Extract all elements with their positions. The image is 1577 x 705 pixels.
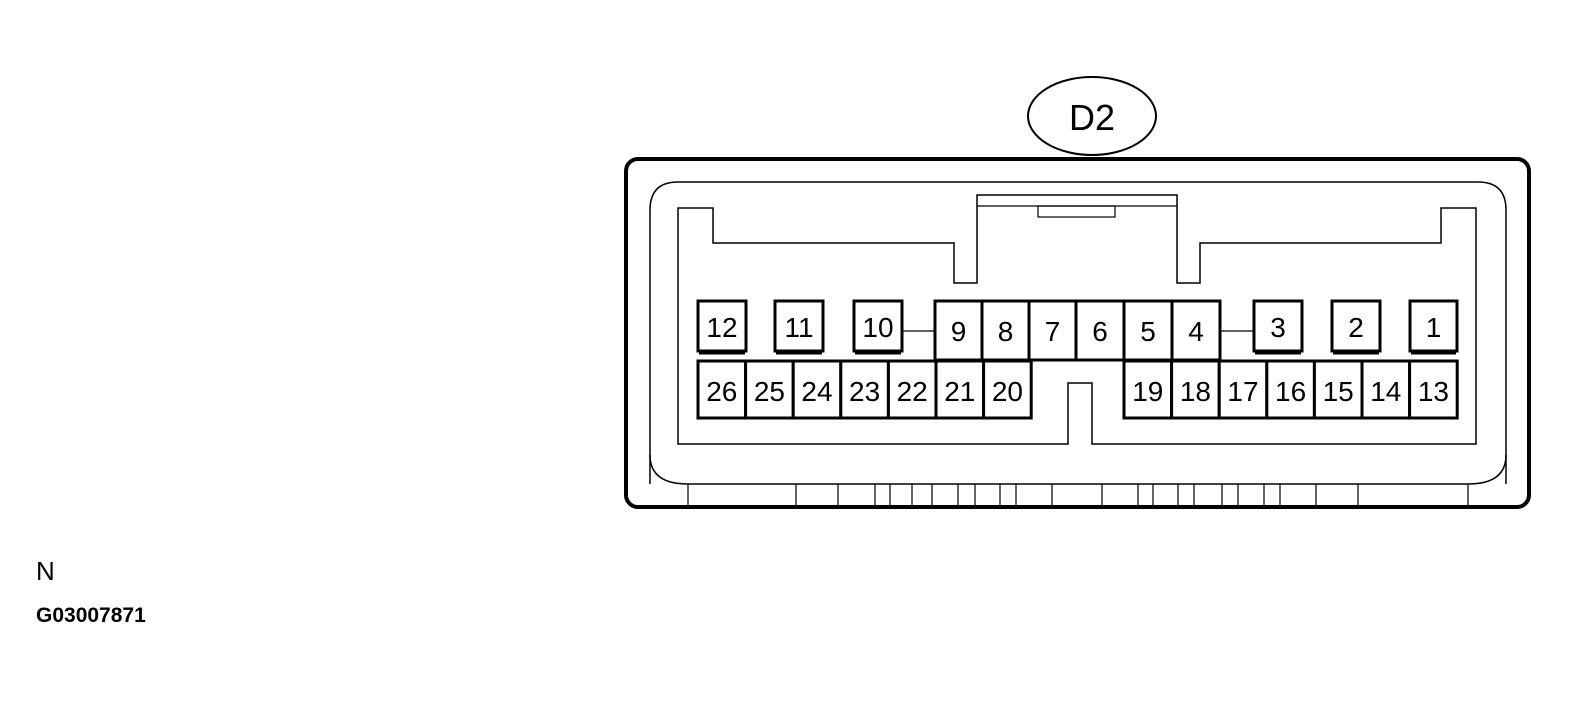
pin-16-outline [1265,359,1316,420]
pin-14-outline [1360,359,1412,420]
pin-24-label: 24 [801,376,832,407]
housing-lower-curve [649,454,1507,485]
pin-26: 26 [696,359,748,420]
pin-16-label: 16 [1275,376,1306,407]
pin-3-outline [1252,299,1304,353]
pin-1: 1 [1408,299,1459,355]
pin-25: 25 [744,359,795,420]
pin-18-label: 18 [1180,376,1211,407]
pin-1-outline [1408,299,1459,353]
pin-15: 15 [1312,359,1364,420]
pin-13: 13 [1408,359,1459,420]
pin-8-outline [980,299,1031,362]
side-view-letter: N [36,556,55,586]
pin-24: 24 [791,359,843,420]
connector-label-ellipse [1027,76,1157,156]
pin-12-label: 12 [706,312,737,343]
pin-19-label: 19 [1132,376,1163,407]
pin-26-label: 26 [706,376,737,407]
pin-23-outline [839,359,890,420]
pin-11-outline [773,299,825,353]
housing-bottom-ribs [687,484,1469,505]
pin-10-outline [852,299,904,353]
pin-4-label: 4 [1188,316,1204,347]
pin-17-label: 17 [1227,376,1258,407]
pin-8: 8 [980,299,1031,362]
pin-17: 17 [1217,359,1269,420]
pin-25-label: 25 [754,376,785,407]
terminal-cavity-outline [677,194,1477,445]
pin-20-label: 20 [992,376,1023,407]
pin-22-label: 22 [897,376,928,407]
pin-20: 20 [982,359,1033,420]
connector-housing-outer [624,157,1531,509]
pin-14: 14 [1360,359,1412,420]
pin-22: 22 [886,359,938,420]
pin-3: 3 [1252,299,1304,355]
pin-4-outline [1170,299,1222,362]
pin-6-outline [1074,299,1126,362]
connector-label-group: D2 [1027,76,1157,156]
pin-19-outline [1122,359,1174,420]
pin-8-label: 8 [998,316,1014,347]
connector-label: D2 [1069,97,1115,138]
lower-pin-row: 26 25 24 23 22 21 20 19 18 17 16 15 14 13 [696,359,1459,420]
pin-20-outline [982,359,1033,420]
pin-11-label: 11 [784,312,813,343]
pin-4: 4 [1170,299,1222,362]
pin-9: 9 [933,299,984,362]
pin-9-label: 9 [951,316,967,347]
pin-2: 2 [1330,299,1382,355]
pin-23-label: 23 [849,376,880,407]
pin-24-outline [791,359,843,420]
pin-6: 6 [1074,299,1126,362]
pin-12: 12 [696,299,748,355]
pin-21-label: 21 [944,376,975,407]
pin-14-label: 14 [1370,376,1401,407]
pin-13-label: 13 [1418,376,1449,407]
pin-15-label: 15 [1323,376,1354,407]
pin-19: 19 [1122,359,1174,420]
pin-16: 16 [1265,359,1316,420]
pin-6-label: 6 [1092,316,1108,347]
pin-5-label: 5 [1140,316,1156,347]
pin-11: 11 [773,299,825,355]
connector-housing-inner [649,181,1507,484]
pin-7-outline [1027,299,1078,362]
pin-7: 7 [1027,299,1078,362]
pin-21: 21 [934,359,986,420]
pin-3-label: 3 [1270,312,1286,343]
pin-10-label: 10 [862,312,893,343]
pin-1-label: 1 [1426,312,1442,343]
pin-5: 5 [1122,299,1174,362]
pin-2-label: 2 [1348,312,1364,343]
pin-13-outline [1408,359,1459,420]
pin-18: 18 [1170,359,1221,420]
lock-tab [1037,205,1116,218]
pin-23: 23 [839,359,890,420]
pin-12-outline [696,299,748,353]
pin-2-outline [1330,299,1382,353]
pin-10: 10 [852,299,904,355]
pin-21-outline [934,359,986,420]
figure-id: G03007871 [36,604,146,627]
pin-7-label: 7 [1045,316,1061,347]
